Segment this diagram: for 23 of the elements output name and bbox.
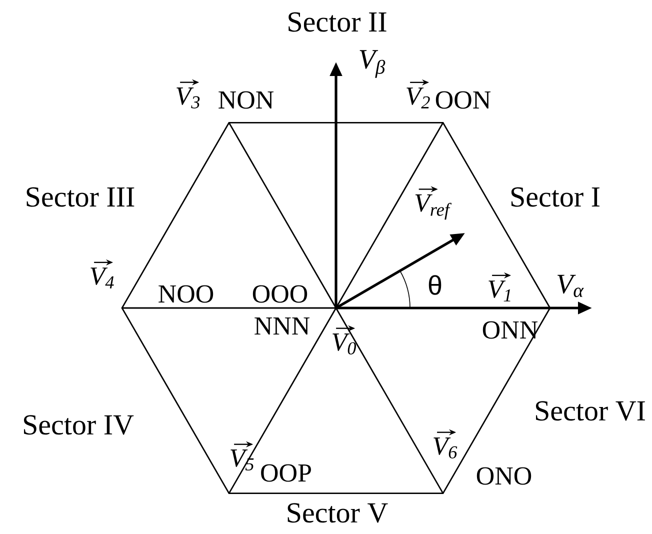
- angle-label: θ: [428, 275, 442, 295]
- vector-label: V$_{0}$: [332, 325, 356, 354]
- sector-label: Sector VI: [536, 401, 645, 421]
- vector-label: V$_{2}$: [406, 79, 430, 108]
- sector-label: Sector I: [511, 187, 600, 207]
- state-label: OOP: [261, 464, 311, 482]
- vector-label: V$_{4}$: [90, 259, 114, 288]
- state-label: OON: [436, 91, 491, 109]
- state-label: ONO: [476, 467, 532, 485]
- vector-label: V$_{ref}$: [415, 186, 452, 220]
- sector-label: Sector IV: [24, 415, 134, 435]
- vector-label: V$_{6}$: [434, 429, 458, 458]
- sector-label: Sector III: [26, 187, 134, 207]
- state-label: OOO: [252, 285, 308, 303]
- axis-label: V$_{α}$: [558, 274, 584, 298]
- state-label: NNN: [254, 317, 310, 334]
- sector-label: Sector V: [288, 503, 388, 523]
- sector-label: Sector II: [288, 12, 386, 32]
- state-label: NON: [218, 91, 274, 109]
- state-label: NOO: [158, 285, 214, 303]
- axis-label: V$_{β}$: [360, 50, 386, 78]
- state-label: ONN: [482, 321, 538, 339]
- vector-label: V$_{3}$: [176, 79, 200, 108]
